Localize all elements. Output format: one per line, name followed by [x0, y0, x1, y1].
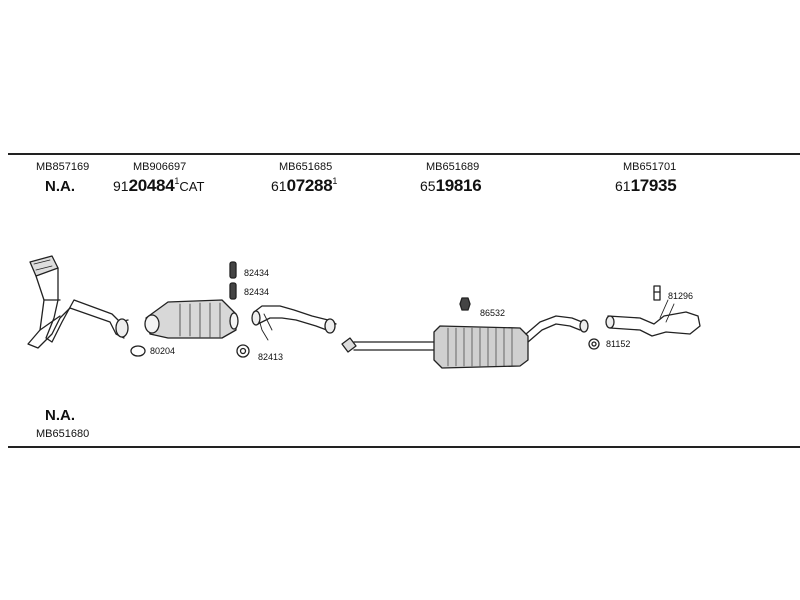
catalytic-converter-drawing: [144, 299, 239, 339]
part-number-2-sup: 1: [174, 176, 180, 186]
rear-muffler-drawing: [433, 315, 589, 369]
part-number-5-main: 17935: [630, 176, 677, 195]
hanger-86532: [459, 297, 471, 311]
gasket-82413: [236, 344, 250, 358]
part-ref-2: MB906697: [133, 161, 187, 173]
bottom-part-number: N.A.: [45, 407, 75, 424]
clamp-81296: [653, 285, 661, 301]
part-label-86532: 86532: [480, 308, 506, 318]
gasket-80204: [130, 345, 146, 357]
part-label-81152: 81152: [606, 339, 631, 349]
front-pipe-drawing: [27, 255, 129, 349]
part-label-82434-b: 82434: [244, 287, 270, 297]
part-ref-4: MB651689: [426, 161, 480, 173]
part-number-3-sup: 1: [332, 176, 338, 186]
top-rule: [8, 153, 800, 155]
part-number-2: 91204841CAT: [113, 176, 204, 196]
part-ref-5: MB651701: [623, 161, 677, 173]
gasket-81152: [588, 338, 600, 350]
part-number-3: 61072881: [271, 176, 337, 196]
rubber-mount-82434a: [229, 261, 237, 279]
part-number-4: 6519816: [420, 176, 482, 196]
part-number-3-prefix: 61: [271, 178, 287, 194]
part-ref-3: MB651685: [279, 161, 333, 173]
bottom-part-ref: MB651680: [36, 428, 90, 440]
bottom-rule: [8, 446, 800, 448]
rubber-mount-82434b: [229, 282, 237, 300]
part-label-81296: 81296: [668, 291, 694, 301]
center-pipe-drawing: [341, 337, 437, 353]
part-number-5-prefix: 61: [615, 178, 631, 194]
part-number-5: 6117935: [615, 176, 677, 196]
intermediate-pipe-drawing: [251, 305, 337, 341]
part-number-4-main: 19816: [435, 176, 482, 195]
part-label-82413: 82413: [258, 352, 284, 362]
part-number-2-main: 20484: [128, 176, 175, 195]
part-number-1: N.A.: [45, 178, 75, 195]
part-number-3-main: 07288: [286, 176, 333, 195]
part-number-2-prefix: 91: [113, 178, 129, 194]
tail-pipe-drawing: [605, 299, 701, 337]
part-number-4-prefix: 65: [420, 178, 436, 194]
part-number-2-suffix: CAT: [179, 179, 205, 194]
part-ref-1: MB857169: [36, 161, 90, 173]
part-label-82434-a: 82434: [244, 268, 270, 278]
part-label-80204: 80204: [150, 346, 176, 356]
